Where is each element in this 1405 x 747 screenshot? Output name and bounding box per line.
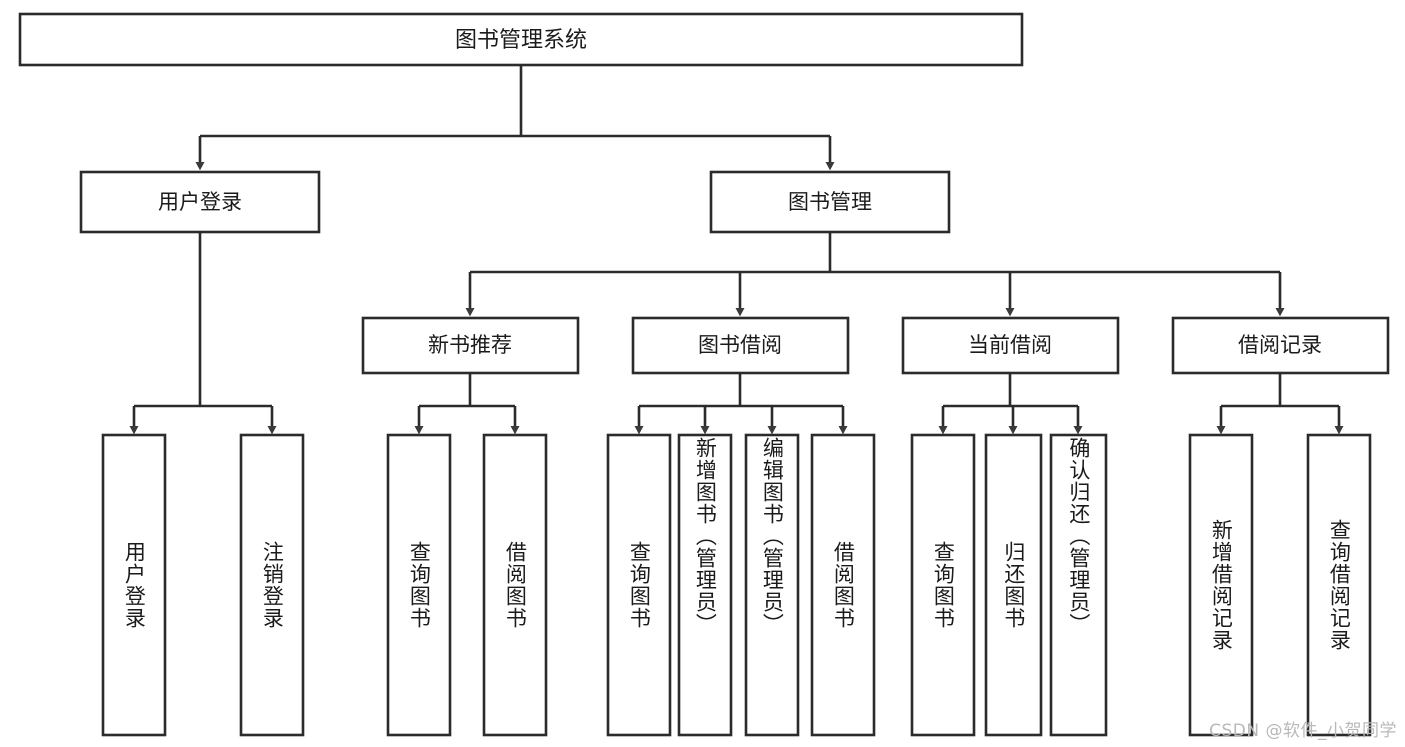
node-new-book-recommend[interactable]: 新书推荐 xyxy=(361,316,580,375)
node-leaf-add-record-box[interactable] xyxy=(1188,433,1254,737)
node-book-borrow-box[interactable] xyxy=(631,316,850,375)
connector-group-book-manage xyxy=(465,232,1285,317)
connector-group-new-book-recommend xyxy=(414,373,520,435)
node-leaf-add-book-box[interactable] xyxy=(677,433,733,737)
connector-group-user-login xyxy=(129,232,277,435)
node-leaf-query-book-3-box[interactable] xyxy=(910,433,976,737)
node-user-login[interactable]: 用户登录 xyxy=(79,170,321,234)
node-leaf-confirm-return-box[interactable] xyxy=(1049,433,1108,737)
node-book-borrow[interactable]: 图书借阅 xyxy=(631,316,850,375)
node-book-borrow-label: 图书借阅 xyxy=(698,333,782,357)
connector-group-borrow-record xyxy=(1216,373,1344,435)
connector-group-root xyxy=(195,65,835,171)
leaf-box-group xyxy=(101,433,1372,737)
node-leaf-user-login-box[interactable] xyxy=(101,433,167,737)
node-leaf-user-logout-box[interactable] xyxy=(239,433,305,737)
node-current-borrow[interactable]: 当前借阅 xyxy=(901,316,1120,375)
node-book-manage[interactable]: 图书管理 xyxy=(709,170,951,234)
node-leaf-edit-book-box[interactable] xyxy=(744,433,800,737)
node-leaf-query-record-box[interactable] xyxy=(1306,433,1372,737)
node-book-manage-box[interactable] xyxy=(709,170,951,234)
connector-group-current-borrow xyxy=(938,373,1083,435)
node-leaf-borrow-book-2-box[interactable] xyxy=(810,433,876,737)
node-current-borrow-label: 当前借阅 xyxy=(968,333,1052,357)
node-new-book-recommend-box[interactable] xyxy=(361,316,580,375)
node-leaf-query-book-2-box[interactable] xyxy=(606,433,672,737)
node-book-manage-label: 图书管理 xyxy=(788,190,872,214)
node-root-box[interactable] xyxy=(18,12,1024,67)
node-user-login-box[interactable] xyxy=(79,170,321,234)
node-borrow-record[interactable]: 借阅记录 xyxy=(1171,316,1390,375)
node-root[interactable]: 图书管理系统 xyxy=(18,12,1024,67)
node-leaf-query-book-1-box[interactable] xyxy=(386,433,452,737)
node-borrow-record-label: 借阅记录 xyxy=(1238,333,1322,357)
node-leaf-return-book-box[interactable] xyxy=(984,433,1043,737)
node-new-book-recommend-label: 新书推荐 xyxy=(428,333,512,357)
csdn-watermark: CSDN @软件_小贺同学 xyxy=(1209,721,1397,741)
connector-group-book-borrow xyxy=(634,373,848,435)
node-user-login-label: 用户登录 xyxy=(158,190,242,214)
node-borrow-record-box[interactable] xyxy=(1171,316,1390,375)
node-root-label: 图书管理系统 xyxy=(455,28,587,53)
node-current-borrow-box[interactable] xyxy=(901,316,1120,375)
node-leaf-borrow-book-1-box[interactable] xyxy=(482,433,548,737)
